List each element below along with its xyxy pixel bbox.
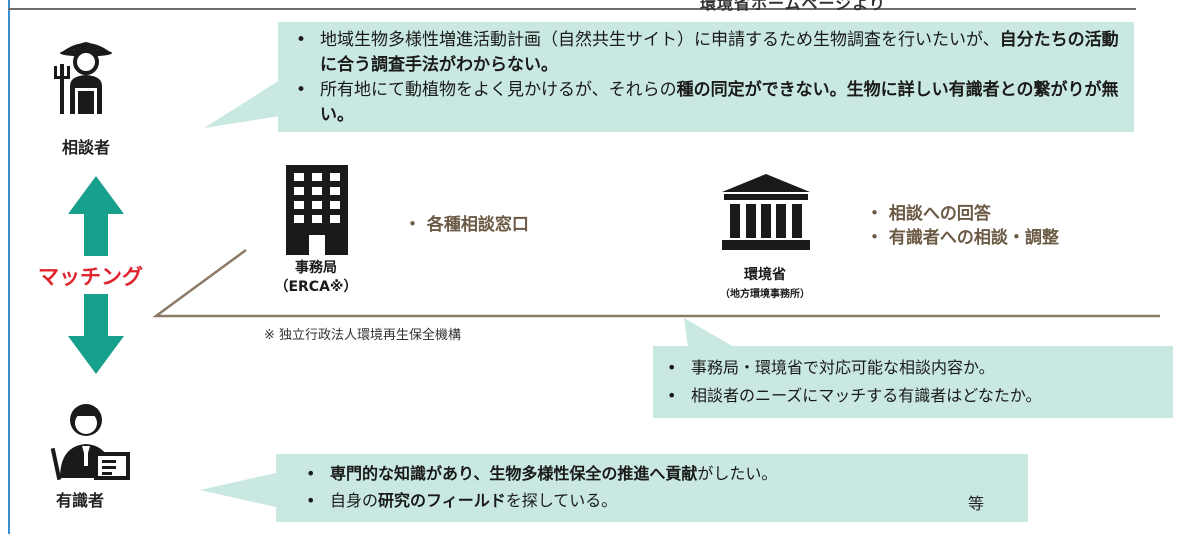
etc-label: 等 [968, 494, 985, 513]
expert-item: • 専門的な知識があり、生物多様性保全の推進へ貢献がしたい。 [300, 460, 1028, 487]
ministry-item-text: 有識者への相談・調整 [888, 228, 1059, 248]
arrow-down [68, 294, 124, 374]
ministry-label-group: 環境省 （地方環境事務所） [700, 266, 830, 304]
secretariat-label: 事務局 [295, 260, 337, 276]
expert-bubble: • 専門的な知識があり、生物多様性保全の推進へ貢献がしたい。 • 自身の研究のフ… [276, 454, 1028, 522]
matching-label: マッチング [38, 265, 143, 289]
consultant-item-emphasis: 自分たちの活動に合う調査手法がわからない。 [320, 30, 1119, 75]
ministry-label: 環境省 [744, 267, 786, 283]
expert-item-text: を探している。 [505, 491, 618, 510]
expert-item-text: がしたい。 [697, 464, 778, 483]
matching-item: • 相談者のニーズにマッチする有識者はどなたか。 [661, 382, 1173, 410]
footnote: ※ 独立行政法人環境再生保全機構 [264, 328, 462, 343]
bubble-tail-consultant [204, 80, 280, 128]
bullet: • [296, 30, 307, 50]
farmer-icon [54, 42, 112, 114]
bullet: • [306, 464, 316, 483]
bubble-tail-expert [200, 472, 280, 508]
consultant-label: 相談者 [62, 138, 111, 157]
office-building-icon [286, 165, 348, 255]
expert-item-emphasis: 研究のフィールド [378, 491, 506, 510]
expert-item-text: 自身の [330, 491, 379, 510]
frame-top-line [8, 8, 1136, 10]
secretariat-item-text: 各種相談窓口 [426, 215, 529, 235]
bullet: • [667, 358, 677, 377]
matching-item-text: 事務局・環境省で対応可能な相談内容か。 [691, 358, 995, 377]
ministry-item-text: 相談への回答 [888, 204, 991, 224]
ministry-item: ・ 有識者への相談・調整 [866, 228, 1059, 248]
secretariat-label-group: 事務局 （ERCA※） [262, 259, 370, 297]
ministry-sublabel: （地方環境事務所） [720, 289, 810, 300]
frame-left-line [8, 0, 10, 534]
consultant-item-text: 地域生物多様性増進活動計画（自然共生サイト）に申請するため生物調査を行いたいが、 [320, 30, 1000, 50]
secretariat-sublabel: （ERCA※） [274, 279, 358, 295]
expert-item: • 自身の研究のフィールドを探している。 [300, 487, 1028, 514]
teacher-icon [50, 404, 130, 481]
expert-label: 有識者 [56, 491, 105, 510]
ministry-item: ・ 相談への回答 [866, 204, 991, 224]
bullet: • [667, 386, 677, 405]
matching-arrows [68, 176, 124, 374]
consultant-item: • 所有地にて動植物をよく見かけるが、それらの種の同定ができない。生物に詳しい有… [290, 78, 1134, 128]
bullet: • [296, 80, 307, 100]
expert-item-emphasis: 専門的な知識があり、生物多様性保全の推進へ貢献 [330, 464, 698, 483]
bubble-tail-matching [684, 318, 736, 348]
divider-line [152, 248, 1160, 318]
matching-item-text: 相談者のニーズにマッチする有識者はどなたか。 [691, 386, 1042, 405]
ministry-items: ・ 相談への回答 ・ 有識者への相談・調整 [866, 202, 1059, 250]
matching-item: • 事務局・環境省で対応可能な相談内容か。 [661, 354, 1173, 382]
consultant-item-text: 所有地にて動植物をよく見かけるが、それらの [320, 80, 677, 100]
matching-bubble: • 事務局・環境省で対応可能な相談内容か。 • 相談者のニーズにマッチする有識者… [653, 346, 1173, 418]
secretariat-item: ・ 各種相談窓口 [404, 215, 529, 235]
consultant-item: • 地域生物多様性増進活動計画（自然共生サイト）に申請するため生物調査を行いたい… [290, 28, 1134, 78]
consultant-bubble: • 地域生物多様性増進活動計画（自然共生サイト）に申請するため生物調査を行いたい… [278, 22, 1134, 132]
header-title: 環境省ホームページより [700, 0, 886, 13]
bullet: • [306, 491, 316, 510]
consultant-item-emphasis: 種の同定ができない。生物に詳しい有識者との繋がりが無い。 [320, 80, 1119, 125]
government-building-icon [722, 174, 810, 250]
arrow-up [68, 176, 124, 256]
